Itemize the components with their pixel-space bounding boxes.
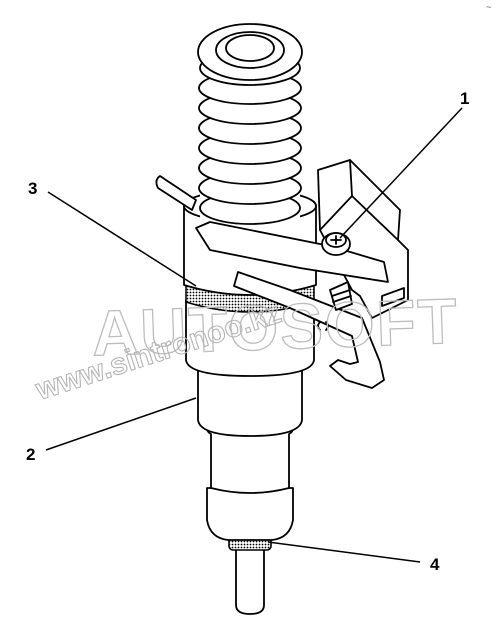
plunger-spring — [197, 23, 303, 225]
leader-2 — [45, 397, 197, 451]
leader-3 — [47, 191, 197, 287]
callout-1: 1 — [460, 89, 469, 108]
callouts: 1 2 3 4 — [26, 89, 469, 574]
leader-4 — [267, 541, 421, 563]
callout-2: 2 — [26, 445, 35, 464]
callout-3: 3 — [28, 179, 37, 198]
callout-4: 4 — [430, 555, 440, 574]
hold-down-clamp — [195, 159, 409, 389]
watermark-brand: AUTOSOFT — [91, 285, 460, 370]
corner-mark: ~ — [486, 2, 491, 12]
leader-1 — [339, 107, 463, 239]
